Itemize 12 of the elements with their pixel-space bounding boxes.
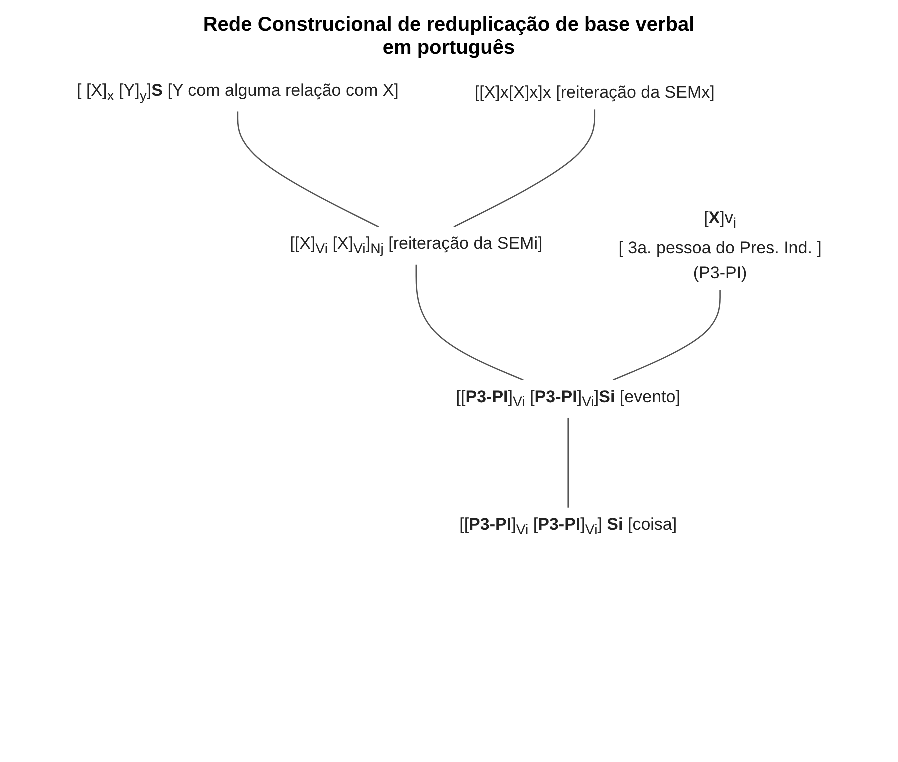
node-text: [[X]$_{Vi}$ [X]$_{Vi}$]$_{Nj}$ [reiteração da SEMi] xyxy=(290,234,542,258)
node-text: [[P3-PI]$_{Vi}$ [P3-PI]$_{Vi}$] Si [coisa] xyxy=(459,514,677,538)
connector xyxy=(415,264,524,381)
connector xyxy=(567,418,569,508)
connector xyxy=(612,290,720,381)
connector xyxy=(236,112,379,228)
connector xyxy=(453,110,596,228)
node-text: [[X]x[X]x]x [reiteração da SEMx] xyxy=(474,83,714,102)
diagram-title: Rede Construcional de reduplicação de base verbal em português xyxy=(202,14,696,60)
node-text: [X]v$_{i}$ [ 3a. pessoa do Pres. Ind. ] (P3-PI) xyxy=(618,208,822,283)
node-text: [[P3-PI]$_{Vi}$ [P3-PI]$_{Vi}$]Si [evento] xyxy=(456,387,680,411)
node-text: [ [X]$_{x}$ [Y]$_{y}$]S [Y com alguma relação com X] xyxy=(76,81,398,104)
